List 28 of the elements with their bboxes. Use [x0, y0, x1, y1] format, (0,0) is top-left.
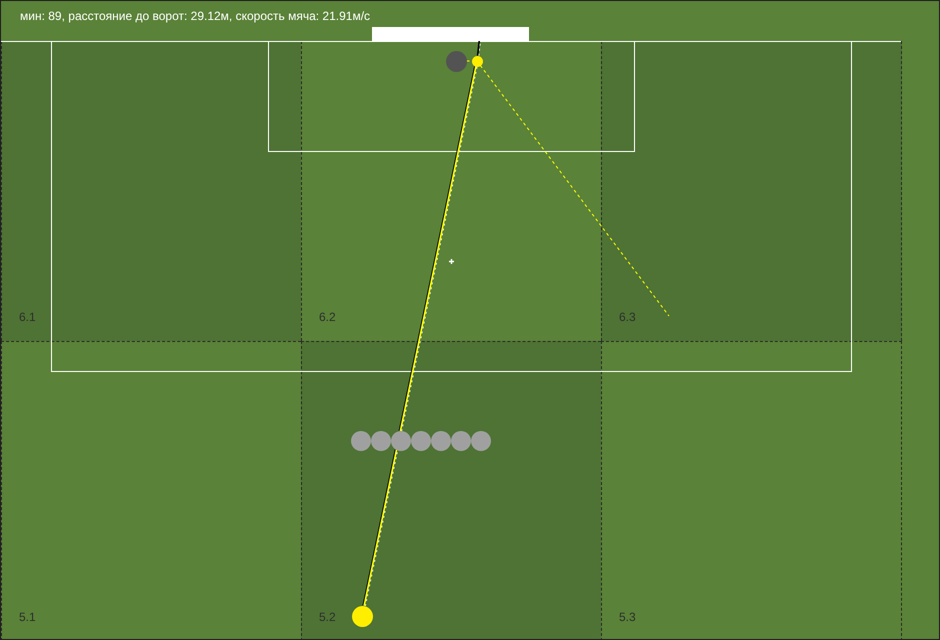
dashed-line [480, 64, 670, 316]
zone-label: 5.1 [19, 610, 36, 624]
ball-icon [352, 606, 372, 626]
zone-label: 6.2 [319, 310, 336, 324]
player-icon [451, 431, 471, 451]
zone-label: 5.2 [319, 610, 336, 624]
zone-label: 6.3 [619, 310, 636, 324]
player-icon [391, 431, 411, 451]
pitch-zone [1, 341, 301, 639]
ball-trajectory-line [476, 40, 481, 56]
player-icon [446, 50, 466, 72]
header-text: мин: 89, расстояние до ворот: 29.12м, скорость мяча: 21.91м/с [20, 9, 370, 23]
pitch-zone [601, 41, 902, 341]
player-icon [471, 431, 491, 451]
player-icon [351, 431, 371, 451]
player-icon [411, 431, 431, 451]
player-icon [431, 431, 451, 451]
zone-label: 6.1 [19, 310, 36, 324]
pitch-zone [601, 341, 902, 639]
ball-trajectory-line [362, 449, 398, 606]
zone-label: 5.3 [619, 610, 636, 624]
pitch-zone [301, 341, 601, 639]
player-icon [371, 431, 391, 451]
pitch-zone [1, 41, 301, 341]
ball-icon [472, 56, 482, 66]
goal-bar [372, 27, 529, 41]
ball-trajectory-line [398, 66, 478, 432]
dashed-line [466, 60, 472, 62]
